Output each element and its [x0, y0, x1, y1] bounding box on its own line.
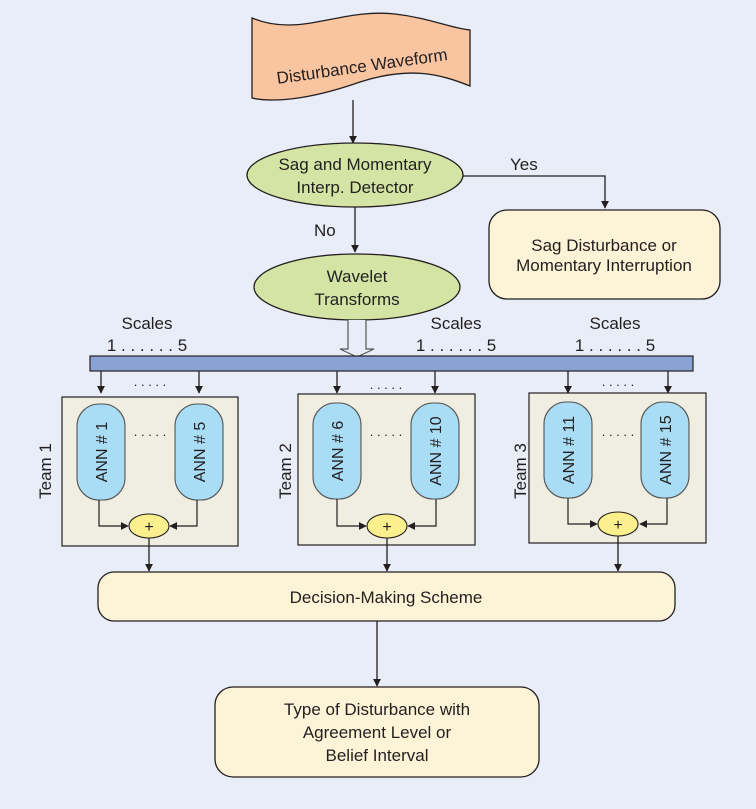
no-label: No — [314, 221, 336, 240]
sum-symbol: + — [613, 517, 622, 534]
yes-label: Yes — [510, 155, 538, 174]
ann-last — [640, 401, 690, 499]
result-line3: Belief Interval — [326, 746, 429, 765]
team-1: Team 1 ANN # 1 ANN # 5 . . . . . + — [36, 396, 239, 547]
sag-detector-line2: Interp. Detector — [296, 178, 414, 197]
hollow-arrow-wavelet-to-bus — [339, 320, 375, 358]
ann-first — [76, 403, 126, 501]
ann-last-label: ANN # 5 — [192, 422, 209, 483]
wavelet-transforms-node: Wavelet Transforms — [253, 253, 461, 321]
bus-ellipsis-1: . . . . . — [134, 374, 167, 389]
result-line1: Type of Disturbance with — [284, 700, 470, 719]
result-line2: Agreement Level or — [303, 723, 452, 742]
ann-first-label: ANN # 6 — [330, 421, 347, 482]
sag-detector-node: Sag and Momentary Interp. Detector — [246, 142, 464, 208]
team-to-decision-arrows — [145, 536, 622, 572]
scales-group-3: Scales 1 . . . . . . 5 — [575, 314, 655, 355]
scales-range: 1 . . . . . . 5 — [575, 336, 655, 355]
sag-detector-line1: Sag and Momentary — [278, 155, 432, 174]
team-3: Team 3 ANN # 11 ANN # 15 . . . . . + — [511, 392, 707, 544]
scales-group-2: Scales 1 . . . . . . 5 — [416, 314, 496, 355]
team-2: Team 2 ANN # 6 ANN # 10 . . . . . + — [276, 393, 476, 546]
ann-ellipsis: . . . . . — [134, 424, 167, 439]
ann-last — [410, 402, 460, 500]
bus-ellipsis-3: . . . . . — [602, 374, 635, 389]
scales-group-1: Scales 1 . . . . . . 5 — [107, 314, 187, 355]
ann-last-label: ANN # 10 — [428, 416, 445, 485]
arrow-yes-to-sag-output — [463, 175, 609, 209]
scales-title: Scales — [430, 314, 481, 333]
scale-bus-bar — [89, 355, 694, 372]
wavelet-line1: Wavelet — [327, 267, 388, 286]
ann-first-label: ANN # 11 — [561, 416, 578, 484]
wavelet-line2: Transforms — [314, 290, 399, 309]
scales-range: 1 . . . . . . 5 — [107, 336, 187, 355]
scales-range: 1 . . . . . . 5 — [416, 336, 496, 355]
sag-output-line1: Sag Disturbance or — [531, 236, 677, 255]
team-label: Team 3 — [511, 443, 530, 499]
sag-output-line2: Momentary Interruption — [516, 256, 692, 275]
ann-first-label: ANN # 1 — [94, 422, 111, 483]
decision-making-node: Decision-Making Scheme — [97, 571, 676, 622]
ann-last-label: ANN # 15 — [658, 415, 675, 484]
ann-ellipsis: . . . . . — [602, 424, 635, 439]
bus-ellipsis-2: . . . . . — [370, 377, 403, 392]
sum-symbol: + — [144, 519, 153, 536]
ann-last — [174, 403, 224, 501]
scales-title: Scales — [121, 314, 172, 333]
team-label: Team 2 — [276, 443, 295, 499]
team-label: Team 1 — [36, 443, 55, 499]
scales-title: Scales — [589, 314, 640, 333]
ann-ellipsis: . . . . . — [370, 424, 403, 439]
result-node: Type of Disturbance with Agreement Level… — [214, 686, 540, 778]
sag-output-node: Sag Disturbance or Momentary Interruptio… — [488, 209, 721, 300]
bus-arrows — [97, 371, 672, 394]
disturbance-waveform-node: Disturbance Waveform — [251, 12, 471, 101]
decision-label: Decision-Making Scheme — [290, 588, 483, 607]
sum-symbol: + — [382, 519, 391, 536]
